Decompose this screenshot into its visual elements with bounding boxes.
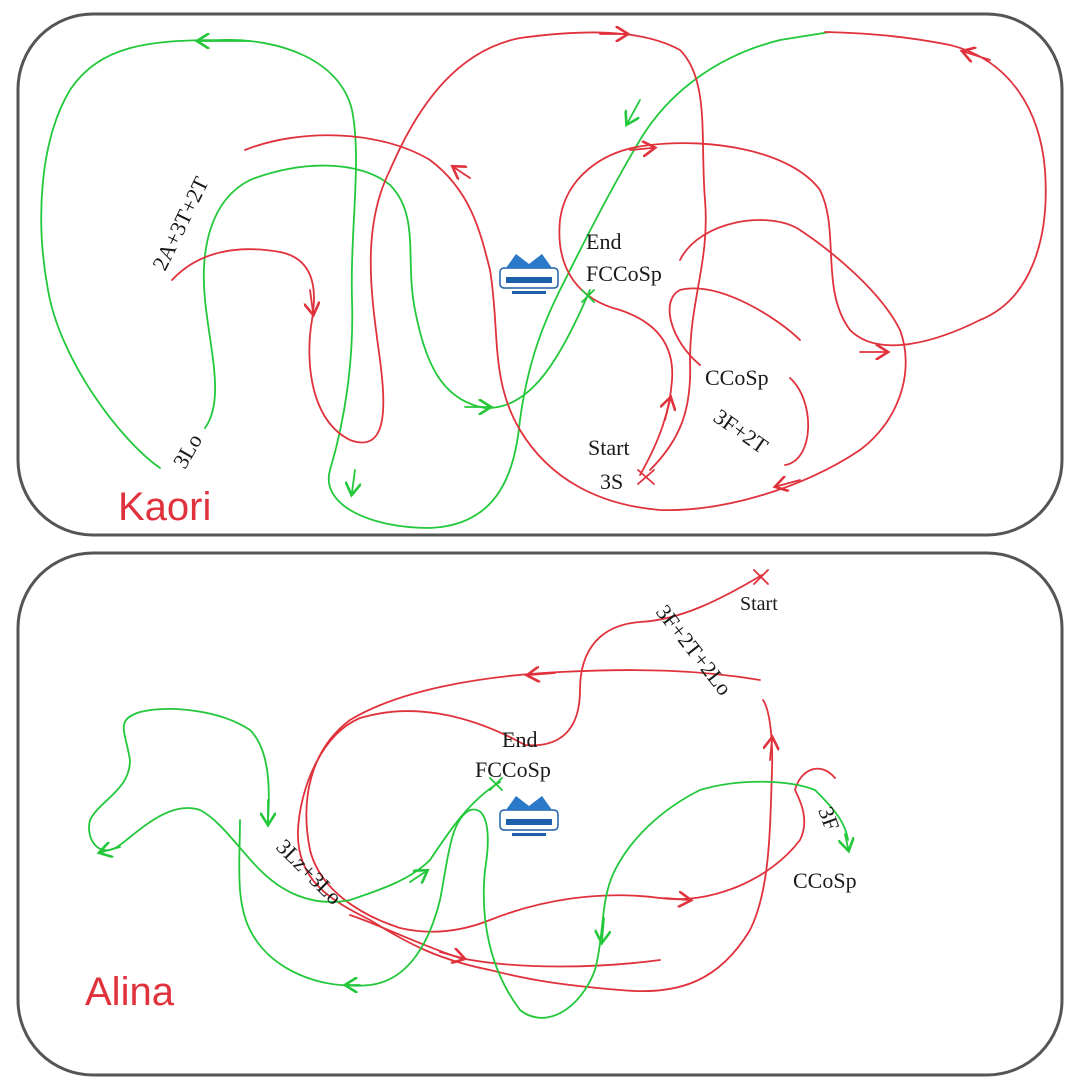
start-mark <box>637 469 655 485</box>
rink-kaori: End FCCoSp Start 3S CCoSp 2A+3T+2T 3Lo 3… <box>16 12 1064 537</box>
start-label: Start <box>588 435 630 460</box>
red-flip-entry <box>784 377 810 466</box>
skater-name: Alina <box>85 970 175 1014</box>
rink-alina: Start 3F+2T+2Lo End FCCoSp 3Lz+3Lo 3F CC… <box>16 551 1064 1077</box>
end-element-label: FCCoSp <box>475 757 551 782</box>
end-mark <box>489 777 503 791</box>
end-mark <box>581 289 595 303</box>
green-skating-path-b <box>238 780 849 1019</box>
red-skating-path-c <box>558 31 1047 476</box>
start-mark <box>753 569 769 585</box>
end-label: End <box>586 229 621 254</box>
skating-logo-icon <box>499 796 559 836</box>
end-label: End <box>502 727 537 752</box>
green-skating-path <box>40 31 831 529</box>
end-element-label: FCCoSp <box>586 261 662 286</box>
start-element-label: 3S <box>600 469 623 494</box>
spin-label: CCoSp <box>793 868 857 893</box>
red-skating-path <box>297 574 774 993</box>
red-spin-loop <box>668 287 801 366</box>
start-label: Start <box>740 593 778 615</box>
spin-label: CCoSp <box>705 365 769 390</box>
skater-name: Kaori <box>118 485 211 529</box>
skating-logo-icon <box>499 254 559 294</box>
red-skating-path-b <box>244 134 907 511</box>
green-skating-path <box>88 708 501 903</box>
red-skating-path-b <box>305 669 836 933</box>
red-entry-path <box>349 914 661 968</box>
